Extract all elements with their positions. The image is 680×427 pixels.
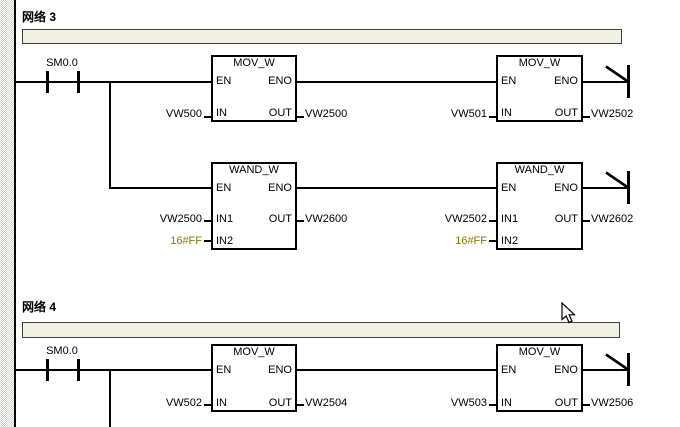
wire <box>49 81 211 83</box>
block-title: WAND_W <box>514 164 565 176</box>
function-block-mov-w[interactable]: MOV_W EN ENO IN OUT <box>211 55 297 122</box>
pin-tick <box>204 116 211 118</box>
network-3-title: 网络 3 <box>22 10 57 24</box>
wire <box>297 369 496 371</box>
pin-in1: IN1 <box>501 213 519 225</box>
contact-bar-right <box>77 71 80 93</box>
operand-out[interactable]: VW2504 <box>305 397 348 409</box>
pin-eno: ENO <box>268 182 292 194</box>
pin-in: IN <box>501 397 512 409</box>
branch-wire <box>109 369 111 427</box>
wire <box>297 81 496 83</box>
operand-out[interactable]: VW2502 <box>591 108 634 120</box>
pin-out: OUT <box>268 107 292 119</box>
pin-in2: IN2 <box>216 235 234 247</box>
pin-out: OUT <box>268 213 292 225</box>
pin-tick <box>489 220 496 222</box>
wire <box>583 369 628 371</box>
function-block-wand-w[interactable]: WAND_W EN ENO IN1 OUT IN2 <box>496 162 583 250</box>
pin-in: IN <box>216 397 227 409</box>
block-title: MOV_W <box>518 57 561 69</box>
network-3-comment[interactable] <box>22 29 622 44</box>
continuation-arrow <box>605 65 630 98</box>
pin-tick <box>583 220 590 222</box>
pin-tick <box>204 220 211 222</box>
wire <box>49 369 211 371</box>
operand-out[interactable]: VW2600 <box>305 213 348 225</box>
pin-in2: IN2 <box>501 235 519 247</box>
pin-eno: ENO <box>268 364 292 376</box>
contact-label: SM0.0 <box>46 57 78 69</box>
wire <box>583 81 628 83</box>
block-title: WAND_W <box>229 164 279 176</box>
operand-in[interactable]: VW502 <box>165 397 202 409</box>
pin-in: IN <box>216 107 227 119</box>
operand-out[interactable]: VW2602 <box>591 213 634 225</box>
continuation-arrow <box>605 353 630 386</box>
pin-in: IN <box>501 107 512 119</box>
operand-in1[interactable]: VW2502 <box>444 213 487 225</box>
continuation-arrow <box>605 171 630 204</box>
power-rail <box>14 0 16 427</box>
mouse-cursor <box>561 302 577 324</box>
pin-en: EN <box>501 182 517 194</box>
pin-tick <box>489 404 496 406</box>
contact-label: SM0.0 <box>46 345 78 357</box>
function-block-mov-w[interactable]: MOV_W EN ENO IN OUT <box>496 344 583 412</box>
pin-eno: ENO <box>554 182 578 194</box>
function-block-mov-w[interactable]: MOV_W EN ENO IN OUT <box>211 344 297 412</box>
block-title: MOV_W <box>233 346 275 358</box>
operand-in1[interactable]: VW2500 <box>159 213 202 225</box>
pin-en: EN <box>501 364 517 376</box>
branch-wire <box>109 81 111 189</box>
network-4-comment[interactable] <box>22 322 620 338</box>
pin-eno: ENO <box>268 75 292 87</box>
pin-tick <box>297 220 304 222</box>
block-title: MOV_W <box>233 57 275 69</box>
contact-bar-left <box>46 71 49 93</box>
operand-in[interactable]: VW500 <box>165 108 202 120</box>
wire <box>583 187 628 189</box>
network-4-title: 网络 4 <box>22 300 57 314</box>
pin-tick <box>489 240 496 242</box>
pin-tick <box>297 116 304 118</box>
operand-in[interactable]: VW501 <box>450 108 487 120</box>
contact-bar-left <box>46 359 49 381</box>
pin-eno: ENO <box>554 364 578 376</box>
pin-in1: IN1 <box>216 213 234 225</box>
function-block-mov-w[interactable]: MOV_W EN ENO IN OUT <box>496 55 583 122</box>
pin-tick <box>204 404 211 406</box>
pin-out: OUT <box>554 397 578 409</box>
operand-out[interactable]: VW2500 <box>305 108 348 120</box>
pin-out: OUT <box>554 107 578 119</box>
wire <box>297 187 496 189</box>
operand-in[interactable]: VW503 <box>450 397 487 409</box>
pin-out: OUT <box>268 397 292 409</box>
operand-in2-constant[interactable]: 16#FF <box>170 235 202 247</box>
wire <box>16 369 46 371</box>
pin-eno: ENO <box>554 75 578 87</box>
pin-out: OUT <box>554 213 578 225</box>
block-title: MOV_W <box>518 346 561 358</box>
pin-tick <box>297 404 304 406</box>
pin-tick <box>489 116 496 118</box>
wire <box>109 187 211 189</box>
wire <box>16 81 46 83</box>
pin-tick <box>583 116 590 118</box>
pin-en: EN <box>216 182 232 194</box>
pin-en: EN <box>216 364 232 376</box>
pin-tick <box>583 404 590 406</box>
pin-en: EN <box>501 75 517 87</box>
contact-bar-right <box>77 359 80 381</box>
operand-in2-constant[interactable]: 16#FF <box>455 235 487 247</box>
pin-en: EN <box>216 75 232 87</box>
left-margin <box>0 0 14 427</box>
function-block-wand-w[interactable]: WAND_W EN ENO IN1 OUT IN2 <box>211 162 297 250</box>
pin-tick <box>204 240 211 242</box>
operand-out[interactable]: VW2506 <box>591 397 634 409</box>
